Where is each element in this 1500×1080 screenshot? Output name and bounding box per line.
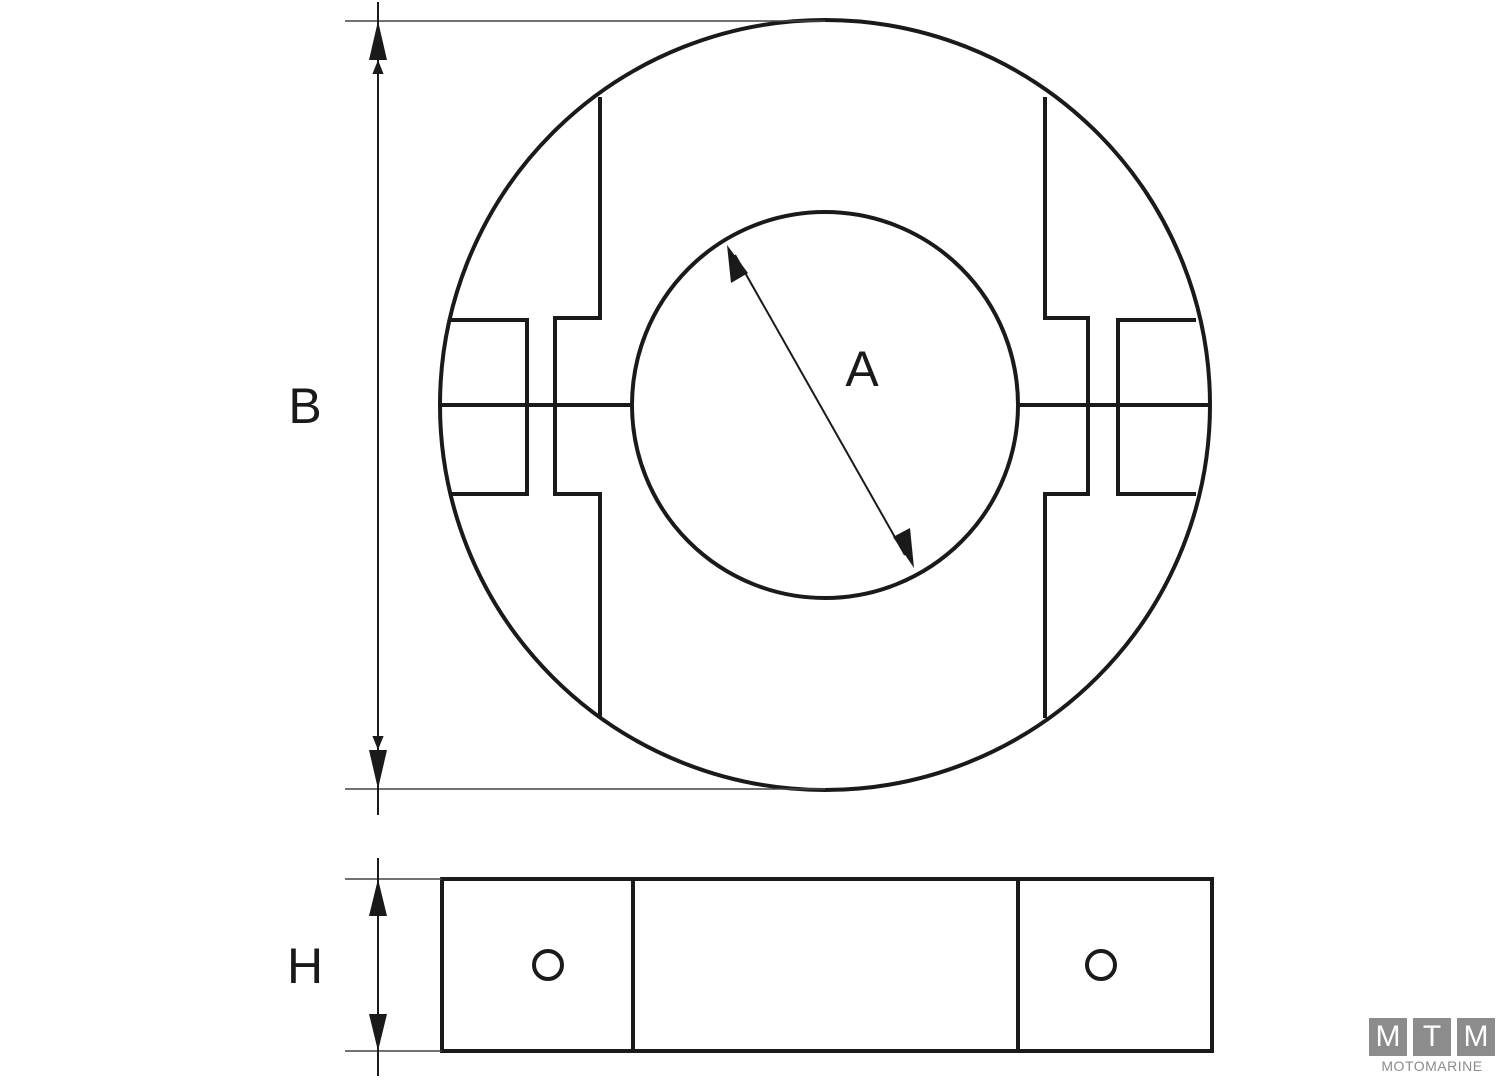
- h-arrow-bottom: [369, 1014, 387, 1051]
- h-label: H: [287, 938, 323, 994]
- dimension-h: H: [287, 858, 442, 1076]
- side-body: [440, 877, 1214, 1053]
- a-label: A: [845, 341, 879, 397]
- logo-letter-m1: M: [1369, 1018, 1407, 1056]
- logo-letter-t: T: [1413, 1018, 1451, 1056]
- a-arrow-start: [727, 245, 748, 283]
- dimension-b: B: [288, 2, 825, 815]
- left-bolt-hole: [532, 949, 564, 981]
- a-arrow-end: [893, 528, 914, 568]
- a-dimension-line: [734, 254, 906, 556]
- right-split-profile: [1043, 97, 1090, 718]
- right-bolt-hole: [1085, 949, 1117, 981]
- dimension-a: A: [727, 245, 914, 568]
- motomarine-logo: M T M MOTOMARINE: [1367, 1018, 1497, 1078]
- left-split-profile: [553, 97, 602, 718]
- inner-circle: [630, 210, 1020, 600]
- logo-subtitle: MOTOMARINE: [1381, 1058, 1483, 1074]
- b-arrow-bottom: [369, 750, 387, 789]
- side-view: [440, 877, 1214, 1053]
- h-arrow-top: [369, 879, 387, 916]
- b-label: B: [288, 378, 321, 434]
- top-view: [438, 18, 1212, 792]
- logo-letter-m2: M: [1457, 1018, 1495, 1056]
- b-arrow-top: [369, 21, 387, 60]
